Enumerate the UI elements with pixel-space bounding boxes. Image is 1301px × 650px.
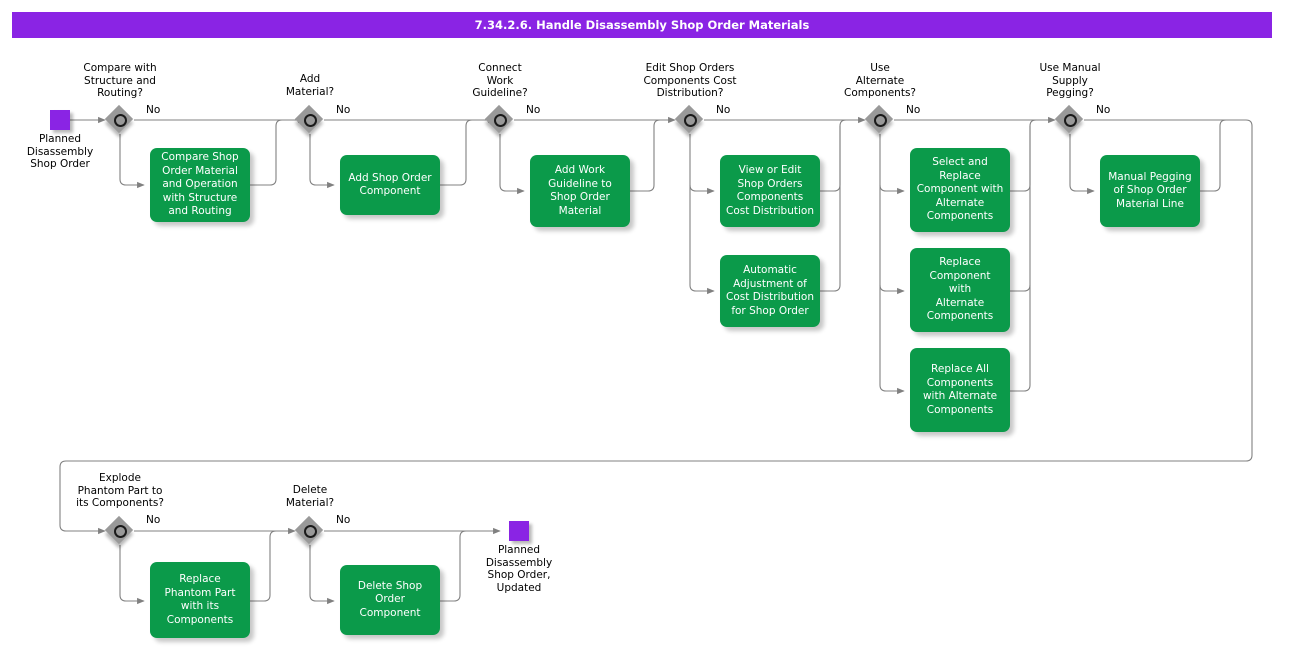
decision-compare-with-structure-and-routing-label: Compare with Structure and Routing? (83, 62, 157, 99)
decision-ring-icon (1063, 113, 1077, 127)
branch-label-no-2: No (336, 104, 351, 116)
decision-ring-icon (303, 524, 317, 538)
process-replace-component-with-alternate[interactable]: Replace Component with Alternate Compone… (910, 248, 1010, 332)
branch-label-no-4: No (716, 104, 731, 116)
decision-add-material-label: Add Material? (285, 73, 335, 98)
process-select-and-replace-component[interactable]: Select and Replace Component with Altern… (910, 148, 1010, 232)
decision-add-material[interactable] (294, 104, 324, 134)
decision-ring-icon (683, 113, 697, 127)
branch-label-no-3: No (526, 104, 541, 116)
branch-label-no-8: No (336, 514, 351, 526)
branch-label-no-6: No (1096, 104, 1111, 116)
decision-ring-icon (303, 113, 317, 127)
process-add-shop-order-component[interactable]: Add Shop Order Component (340, 155, 440, 215)
branch-label-no-1: No (146, 104, 161, 116)
page-title: 7.34.2.6. Handle Disassembly Shop Order … (12, 12, 1272, 38)
decision-compare-with-structure-and-routing[interactable] (104, 104, 134, 134)
process-view-or-edit-cost-distribution[interactable]: View or Edit Shop Orders Components Cost… (720, 155, 820, 227)
process-automatic-adjustment-cost-distribution[interactable]: Automatic Adjustment of Cost Distributio… (720, 255, 820, 327)
decision-ring-icon (113, 524, 127, 538)
process-replace-all-components[interactable]: Replace All Components with Alternate Co… (910, 348, 1010, 432)
decision-connect-work-guideline[interactable] (484, 104, 514, 134)
decision-use-manual-supply-pegging[interactable] (1054, 104, 1084, 134)
terminator-end (509, 521, 529, 541)
terminator-start (50, 110, 70, 130)
decision-delete-material-label: Delete Material? (285, 484, 335, 509)
decision-explode-phantom-part[interactable] (104, 515, 134, 545)
decision-ring-icon (873, 113, 887, 127)
decision-ring-icon (113, 113, 127, 127)
decision-edit-shop-orders-components-cost-distribution-label: Edit Shop Orders Components Cost Distrib… (643, 62, 737, 99)
decision-use-alternate-components-label: Use Alternate Components? (843, 62, 916, 99)
decision-explode-phantom-part-label: Explode Phantom Part to its Components? (76, 472, 164, 509)
decision-edit-shop-orders-components-cost-distribution[interactable] (674, 104, 704, 134)
decision-use-alternate-components[interactable] (864, 104, 894, 134)
decision-connect-work-guideline-label: Connect Work Guideline? (472, 62, 528, 99)
process-replace-phantom-part[interactable]: Replace Phantom Part with its Components (150, 562, 250, 638)
process-delete-shop-order-component[interactable]: Delete Shop Order Component (340, 565, 440, 635)
process-manual-pegging[interactable]: Manual Pegging of Shop Order Material Li… (1100, 155, 1200, 227)
process-add-work-guideline[interactable]: Add Work Guideline to Shop Order Materia… (530, 155, 630, 227)
branch-label-no-7: No (146, 514, 161, 526)
process-compare-shop-order-material[interactable]: Compare Shop Order Material and Operatio… (150, 148, 250, 222)
decision-use-manual-supply-pegging-label: Use Manual Supply Pegging? (1039, 62, 1101, 99)
terminator-start-label: Planned Disassembly Shop Order (26, 133, 94, 170)
decision-ring-icon (493, 113, 507, 127)
decision-delete-material[interactable] (294, 515, 324, 545)
branch-label-no-5: No (906, 104, 921, 116)
terminator-end-label: Planned Disassembly Shop Order, Updated (485, 544, 553, 594)
